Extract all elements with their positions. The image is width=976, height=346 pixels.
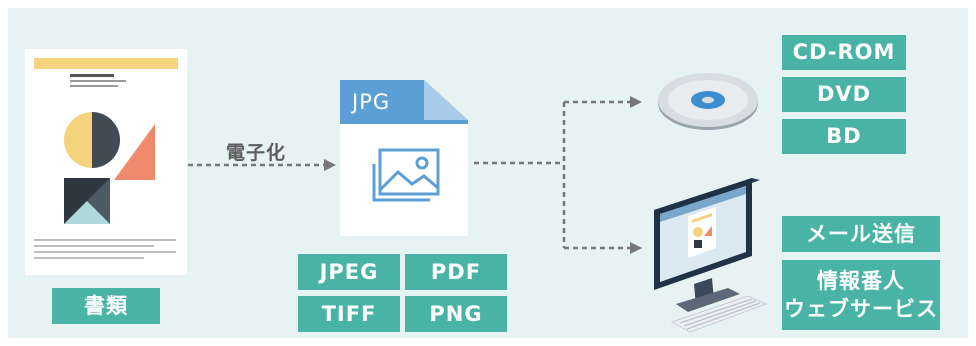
web-service-label: ウェブサービス: [784, 297, 938, 321]
media-bd: BD: [782, 119, 906, 154]
branch-arrows: [474, 96, 642, 254]
dark-half-circle-shape: [92, 112, 120, 168]
arrow-head-icon: [630, 242, 642, 254]
jpg-file-icon: [340, 80, 468, 236]
email-sending-box: メール送信: [782, 216, 940, 252]
light-blue-triangle-shape: [64, 201, 110, 224]
media-dvd: DVD: [782, 77, 906, 112]
document-label: 書類: [52, 288, 160, 324]
computer-icon: [654, 178, 768, 333]
document-header-bar: [34, 58, 178, 69]
arrow-head-icon: [324, 159, 336, 171]
orange-triangle-shape: [114, 124, 155, 180]
format-pdf: PDF: [405, 254, 507, 290]
arrow-head-icon: [630, 96, 642, 108]
format-jpeg: JPEG: [298, 254, 400, 290]
image-icon: [372, 148, 440, 202]
document-illustration: [24, 48, 188, 276]
web-service-box: 情報番人 ウェブサービス: [782, 260, 940, 330]
format-png: PNG: [405, 296, 507, 332]
media-cd-rom: CD-ROM: [782, 35, 906, 70]
web-service-name: 情報番人: [817, 268, 905, 293]
file-extension-label: JPG: [352, 90, 391, 114]
digitize-label: 電子化: [226, 142, 287, 164]
yellow-half-circle-shape: [64, 112, 92, 168]
digitize-arrow: [188, 159, 336, 171]
disc-icon: [658, 73, 758, 130]
format-tiff: TIFF: [298, 296, 400, 332]
